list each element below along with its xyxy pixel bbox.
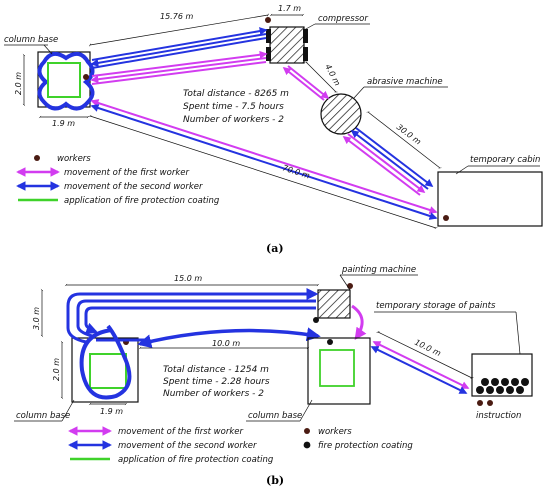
dim-15-0-b: 15.0 m	[174, 274, 202, 283]
spent-time-b: Spent time - 2.28 hours	[163, 377, 270, 387]
legend-workers-b: workers	[318, 427, 352, 437]
column-base-right-label: column base	[248, 411, 302, 421]
spent-time-a: Spent time - 7.5 hours	[183, 102, 284, 112]
painting-machine-b	[317, 289, 351, 319]
legend-first-worker-b: movement of the first worker	[118, 427, 243, 437]
legend-a: workers movement of the first worker mov…	[16, 154, 220, 206]
worker-dot-column-a	[83, 74, 89, 80]
dim-2-0-b: 2.0 m	[52, 358, 61, 381]
total-distance-a: Total distance - 8265 m	[183, 89, 289, 99]
dim-10-0-mid-b: 10.0 m	[212, 339, 240, 348]
temporary-cabin-a	[437, 171, 543, 227]
panel-a: column base 2.0 m 1.9 m compressor 1.7 m…	[4, 4, 543, 255]
abrasive-machine-a	[320, 93, 362, 135]
worker-dot-compressor-a	[265, 17, 271, 23]
number-workers-a: Number of workers - 2	[183, 115, 284, 125]
dim-1-9-a: 1.9 m	[52, 119, 75, 128]
dim-30-0-a: 30.0 m	[395, 122, 423, 146]
legend-second-worker-a: movement of the second worker	[64, 182, 203, 192]
legend-coating-a: application of fire protection coating	[64, 196, 220, 206]
legend-b: movement of the first worker movement of…	[68, 426, 413, 465]
coating-area-right-b	[319, 349, 355, 387]
paint-cans	[476, 378, 529, 394]
painting-machine-label: painting machine	[341, 265, 416, 275]
legend-worker-dot-b	[304, 428, 310, 434]
legend-workers-a: workers	[57, 154, 91, 164]
column-base-label-a: column base	[4, 35, 58, 45]
coating-area-a	[47, 62, 81, 98]
abrasive-machine-label: abrasive machine	[367, 77, 443, 87]
column-base-left-b	[71, 337, 139, 403]
legend-first-worker-a: movement of the first worker	[64, 168, 189, 178]
worker-dot-right-b	[327, 339, 333, 345]
caption-b: (b)	[266, 474, 284, 487]
column-base-right-b	[307, 337, 371, 405]
second-worker-arc-b	[137, 327, 321, 349]
legend-coating-b: application of fire protection coating	[118, 455, 274, 465]
dim-3-0-b: 3.0 m	[32, 307, 41, 330]
second-worker-loop-left-b	[79, 324, 132, 400]
compressor-a	[269, 26, 305, 64]
dim-4-0-a: 4.0 m	[323, 63, 342, 88]
column-base-left-label: column base	[16, 411, 70, 421]
legend-coating-dot-label-b: fire protection coating	[318, 441, 413, 451]
dim-15-76-a: 15.76 m	[160, 12, 193, 21]
temporary-storage-label: temporary storage of paints	[376, 301, 496, 311]
instruction-label: instruction	[476, 411, 521, 421]
legend-coating-dot-b	[303, 441, 311, 449]
caption-a: (a)	[266, 242, 284, 255]
coating-area-left-b	[89, 353, 127, 389]
panel-b: 3.0 m 2.0 m 1.9 m column base painting m…	[14, 265, 533, 487]
dim-1-7-a: 1.7 m	[278, 4, 301, 13]
legend-worker-dot-a	[34, 155, 40, 161]
worker-dot-cabin-a	[443, 215, 449, 221]
second-worker-column-path-a	[37, 51, 95, 111]
legend-second-worker-b: movement of the second worker	[118, 441, 257, 451]
total-distance-b: Total distance - 1254 m	[163, 365, 269, 375]
number-workers-b: Number of workers - 2	[163, 389, 264, 399]
dim-1-9-b: 1.9 m	[100, 407, 123, 416]
dim-2-0-a: 2.0 m	[14, 72, 23, 95]
dim-10-0-diag-b: 10.0 m	[413, 338, 442, 359]
temporary-cabin-label: temporary cabin	[470, 155, 540, 165]
compressor-label: compressor	[318, 14, 368, 24]
